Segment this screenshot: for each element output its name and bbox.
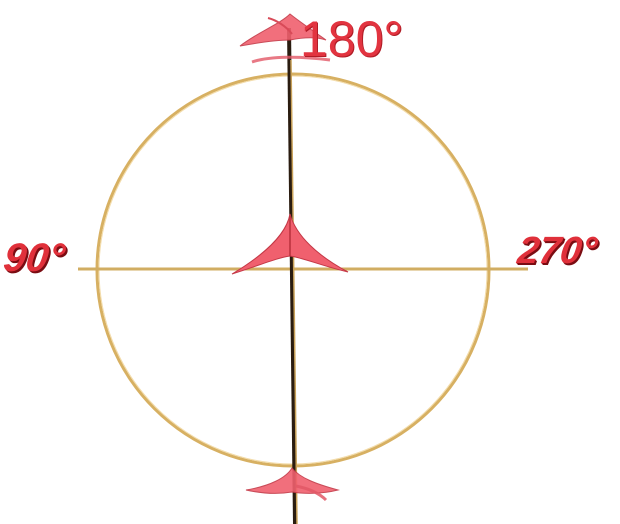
label-270-degrees: 270° — [515, 232, 599, 270]
bottom-kite — [246, 468, 338, 493]
label-180-degrees: 180° — [300, 14, 403, 64]
label-90-degrees: 90° — [1, 238, 67, 278]
